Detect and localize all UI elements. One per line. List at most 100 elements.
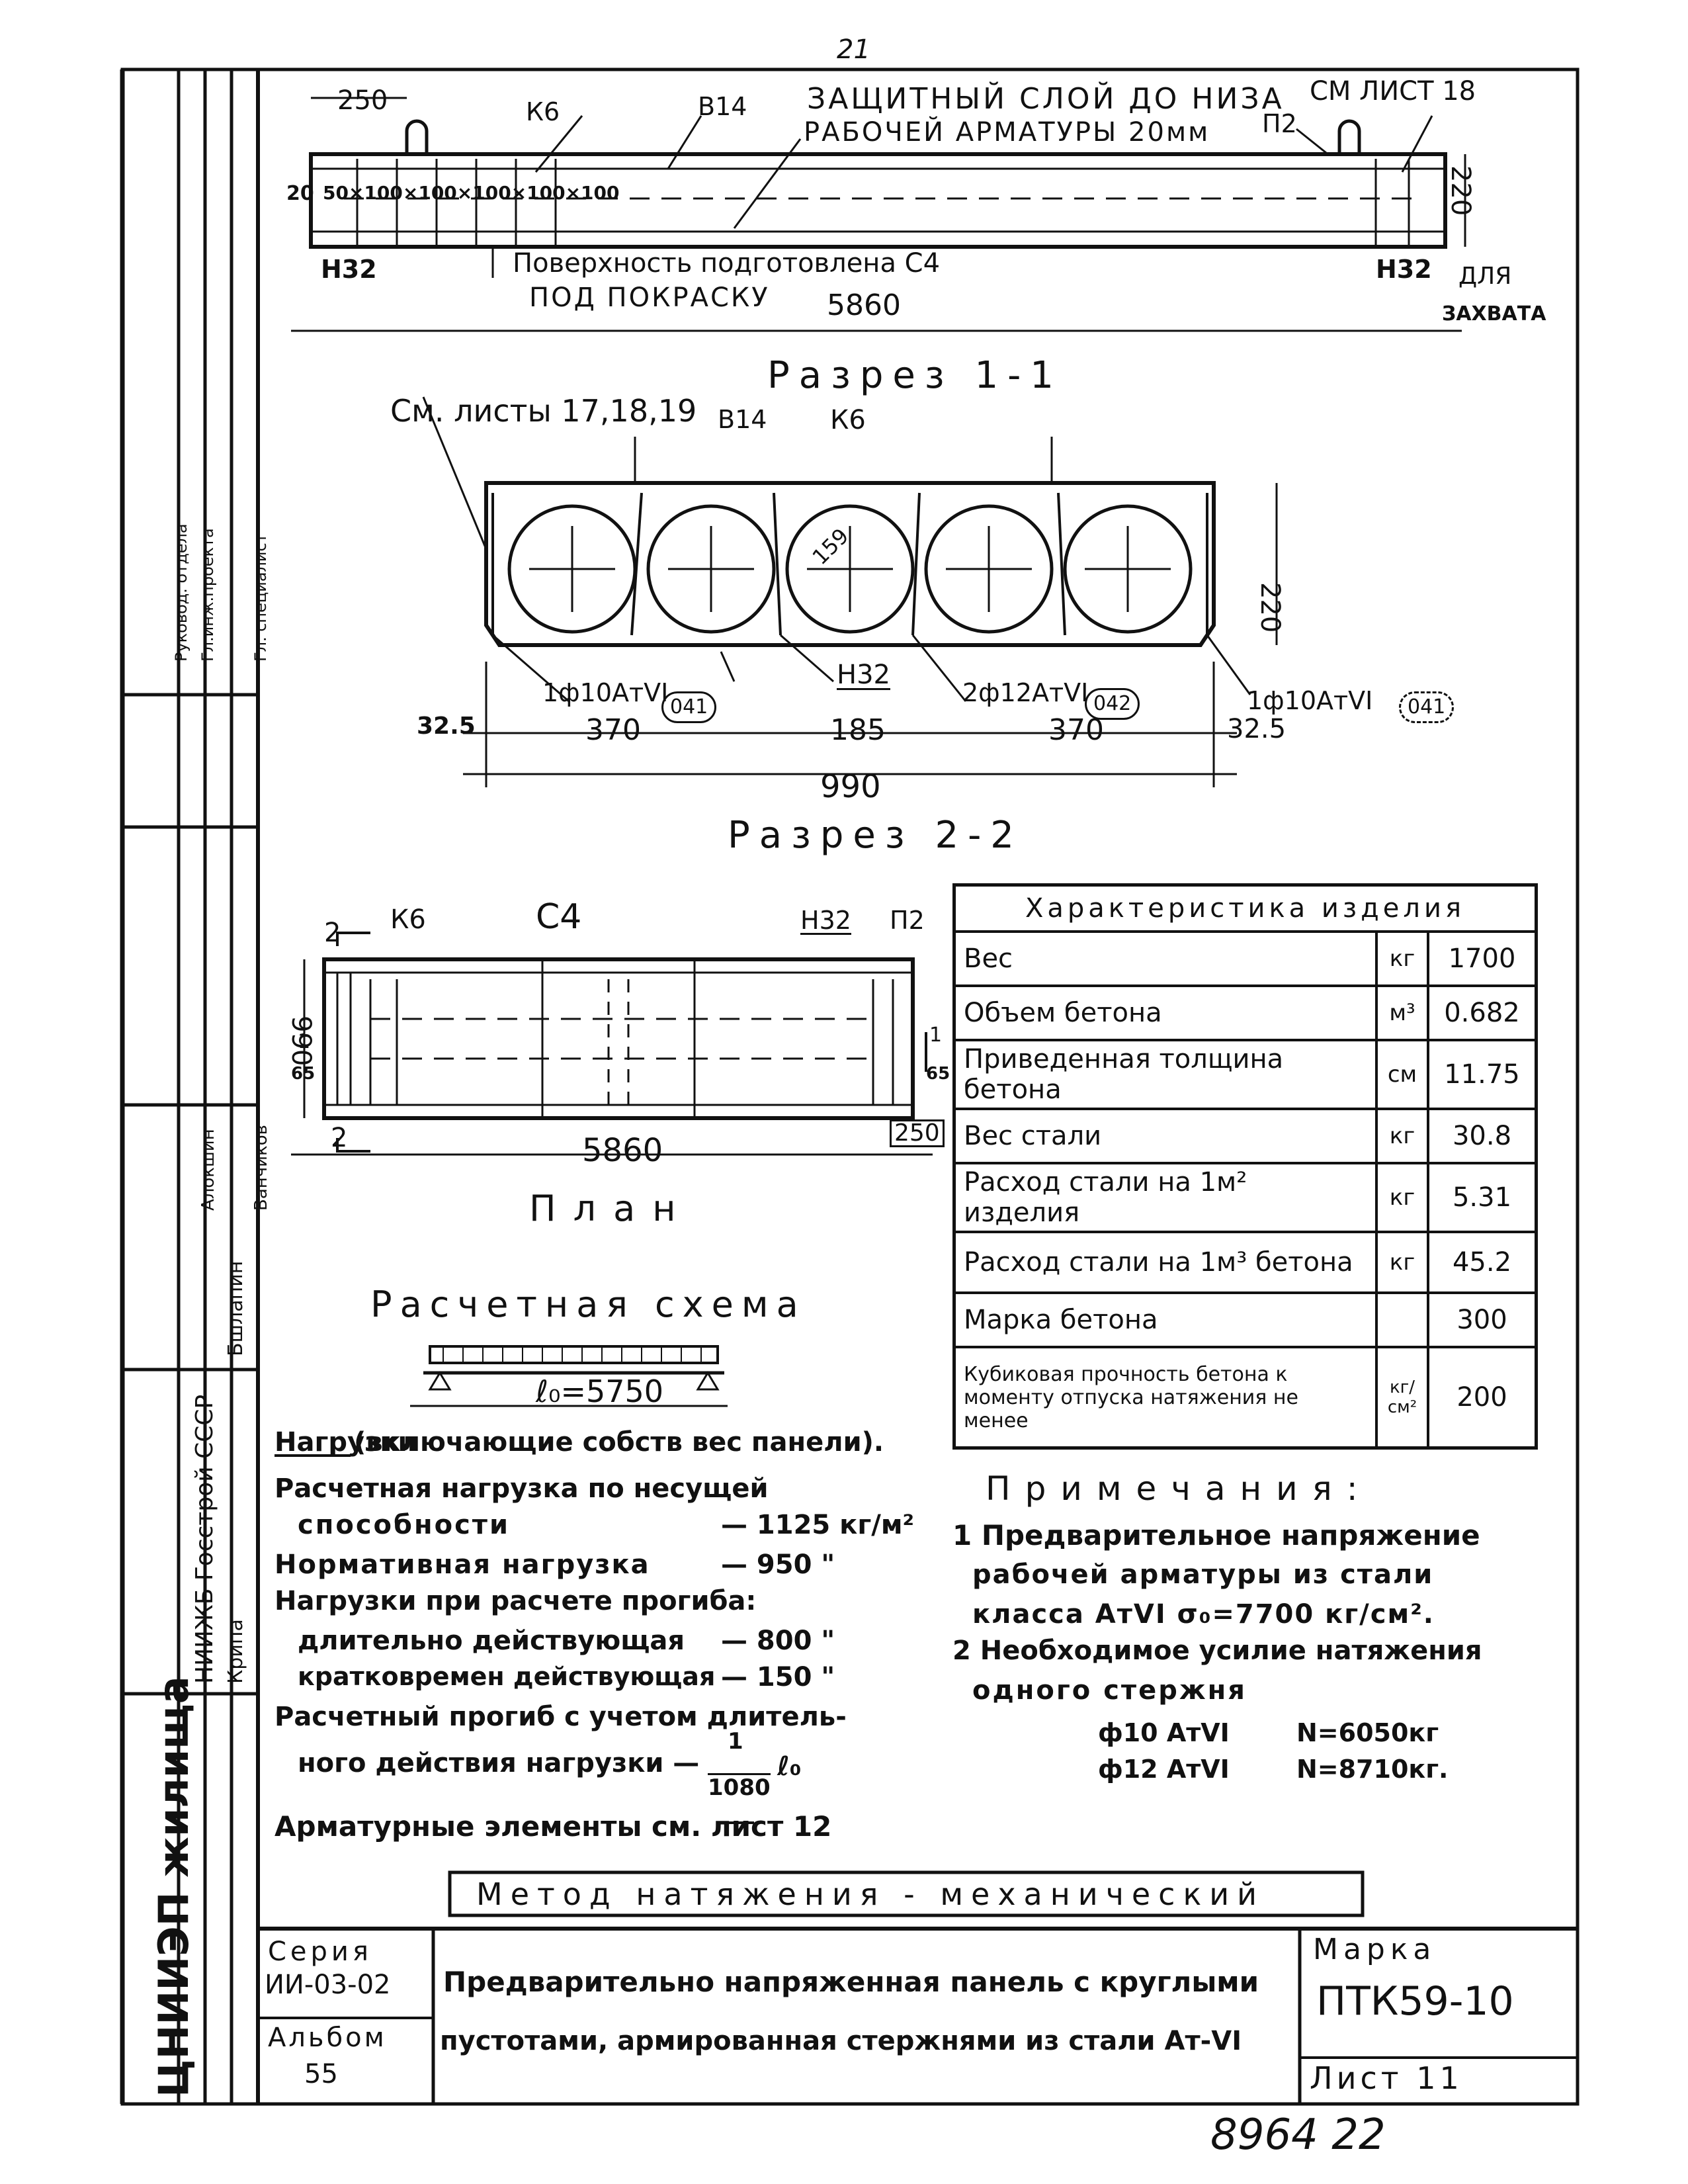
table-row: Вес стали кг 30.8 <box>952 1108 1538 1164</box>
note-2: 2 Необходимое усилие натяжения <box>952 1636 1482 1666</box>
plan-mark-1-right: 1 <box>929 1024 943 1047</box>
long-term-load-label: длительно действующая <box>298 1626 685 1656</box>
plan-mark-2-bottom: 2 <box>331 1123 348 1153</box>
deflection-frac-l: ℓ₀ <box>777 1751 802 1782</box>
char-name: Марка бетона <box>952 1291 1378 1348</box>
char-name: Объем бетона <box>952 984 1378 1041</box>
note-f10-label: ф10 АтVI <box>1098 1718 1230 1747</box>
pos-041-left: 041 <box>661 691 717 723</box>
dim-220-sect: 220 <box>1255 582 1285 633</box>
pos-041-right: 041 <box>1399 691 1455 723</box>
see-sheet-18: СМ ЛИСТ 18 <box>1310 76 1476 107</box>
sidebar-role-2: Гл.инж.проекта <box>198 528 217 662</box>
dim-185: 185 <box>830 713 886 747</box>
sidebar-name-3: Алокшин <box>198 1129 218 1211</box>
dim-32-5-left: 32.5 <box>417 713 476 740</box>
char-unit: кг/см² <box>1375 1346 1429 1450</box>
see-sheets-label: См. листы 17,18,19 <box>390 393 697 429</box>
calc-deflection-label: Расчетный прогиб с учетом длитель- <box>274 1702 847 1732</box>
notes-title: Примечания: <box>986 1469 1372 1508</box>
protective-layer-label-2: РАБОЧЕЙ АРМАТУРЫ 20мм <box>804 117 1210 148</box>
mark-label: Марка <box>1313 1933 1437 1966</box>
dim-370-left: 370 <box>585 713 641 747</box>
sidebar-org: ЦНИИЭП жилища <box>149 1676 198 2097</box>
char-value: 45.2 <box>1427 1231 1538 1294</box>
bar-left: 1ф10АтVI <box>542 678 669 707</box>
sidebar-name-1: Крипа <box>224 1619 247 1684</box>
note-f12-label: ф12 АтVI <box>1098 1755 1230 1784</box>
sheet-number: Лист 11 <box>1310 2060 1463 2096</box>
deflection-frac-num: 1 <box>728 1728 743 1755</box>
note-f10-value: N=6050кг <box>1296 1718 1439 1747</box>
dim-220-elev: 220 <box>1445 165 1476 216</box>
design-span: ℓ₀=5750 <box>536 1374 664 1409</box>
table-row: Объем бетона м³ 0.682 <box>952 984 1538 1041</box>
short-term-load-label: кратковремен действующая <box>298 1662 716 1691</box>
surface-note: Поверхность подготовлена С4 <box>513 248 941 279</box>
char-unit: кг <box>1375 1162 1429 1233</box>
section-2-2-title: Разрез 2-2 <box>728 814 1023 857</box>
dim-250-left: 250 <box>337 85 388 116</box>
plan-dim-250: 250 <box>890 1119 945 1147</box>
sidebar-role-1: Руковод. отдела <box>172 523 190 662</box>
note-1: 1 Предварительное напряжение <box>952 1519 1480 1551</box>
design-load-label-2: способности <box>298 1510 510 1540</box>
dim-32-5-right: 32.5 <box>1227 714 1287 744</box>
mark-n32-sect: Н32 <box>837 660 890 690</box>
plan-dim-65-right: 65 <box>926 1064 950 1084</box>
table-row: Расход стали на 1м³ бетона кг 45.2 <box>952 1231 1538 1294</box>
tensioning-method: Метод натяжения - механический <box>476 1876 1265 1912</box>
series-label: Серия <box>268 1937 372 1967</box>
album-value: 55 <box>304 2059 338 2089</box>
table-row: Марка бетона 300 <box>952 1291 1538 1348</box>
plan-title: План <box>529 1188 693 1229</box>
char-unit: кг <box>1375 1231 1429 1294</box>
char-name: Вес стали <box>952 1108 1378 1164</box>
char-value: 0.682 <box>1427 984 1538 1041</box>
calc-deflection-label-2: ного действия нагрузки — <box>298 1748 700 1778</box>
plan-dim-65-left: 65 <box>291 1064 316 1084</box>
product-description-2: пустотами, армированная стержнями из ста… <box>440 2026 1242 2056</box>
sidebar-role-3: Гл. специалист <box>251 533 270 662</box>
series-value: ИИ-03-02 <box>265 1970 391 2000</box>
pos-042: 042 <box>1085 688 1140 720</box>
loads-heading-rest: (включающие собств вес панели). <box>354 1427 884 1458</box>
dim-370-right: 370 <box>1048 713 1104 747</box>
char-value: 30.8 <box>1427 1108 1538 1164</box>
note-1-line-2: рабочей арматуры из стали <box>972 1559 1434 1590</box>
album-label: Альбом <box>268 2023 387 2053</box>
note-f12-value: N=8710кг. <box>1296 1755 1449 1784</box>
characteristics-title: Характеристика изделия <box>952 883 1538 933</box>
char-name: Расход стали на 1м³ бетона <box>952 1231 1378 1294</box>
plan-dim-5860: 5860 <box>582 1132 663 1169</box>
table-row: Расход стали на 1м² изделия кг 5.31 <box>952 1162 1538 1233</box>
char-value: 1700 <box>1427 930 1538 987</box>
short-term-load-value: — 150 " <box>721 1662 835 1692</box>
mark-v14-elev: В14 <box>698 92 747 121</box>
table-row: Кубиковая прочность бетона к моменту отп… <box>952 1346 1538 1450</box>
for-grip-label: ДЛЯ <box>1458 263 1512 290</box>
sidebar-agency: НИИЖБ Госстрой СССР <box>191 1394 218 1684</box>
section-1-1-title: Разрез 1-1 <box>767 354 1063 397</box>
char-name: Расход стали на 1м² изделия <box>952 1162 1378 1233</box>
mark-n32-right-elev: Н32 <box>1376 255 1432 284</box>
normative-load-value: — 950 " <box>721 1550 835 1580</box>
char-unit: м³ <box>1375 984 1429 1041</box>
char-value: 200 <box>1427 1346 1538 1450</box>
sidebar-name-2: Бшлапин <box>224 1260 247 1356</box>
char-value: 11.75 <box>1427 1039 1538 1110</box>
bar-mid: 2ф12АтVI <box>962 678 1089 707</box>
char-unit: см <box>1375 1039 1429 1110</box>
char-name: Вес <box>952 930 1378 987</box>
mark-v14-sect: В14 <box>718 405 767 434</box>
mark-n32-left-elev: Н32 <box>321 255 377 284</box>
dim-990-sect: 990 <box>820 768 881 805</box>
note-1-line-3: класса АтVI σ₀=7700 кг/см². <box>972 1599 1435 1630</box>
archive-number: 8964 22 <box>1210 2111 1386 2160</box>
plan-mark-c4: С4 <box>536 897 582 937</box>
char-unit: кг <box>1375 930 1429 987</box>
design-load-label: Расчетная нагрузка по несущей <box>274 1473 769 1504</box>
char-name: Кубиковая прочность бетона к моменту отп… <box>952 1346 1378 1450</box>
char-unit <box>1375 1291 1429 1348</box>
